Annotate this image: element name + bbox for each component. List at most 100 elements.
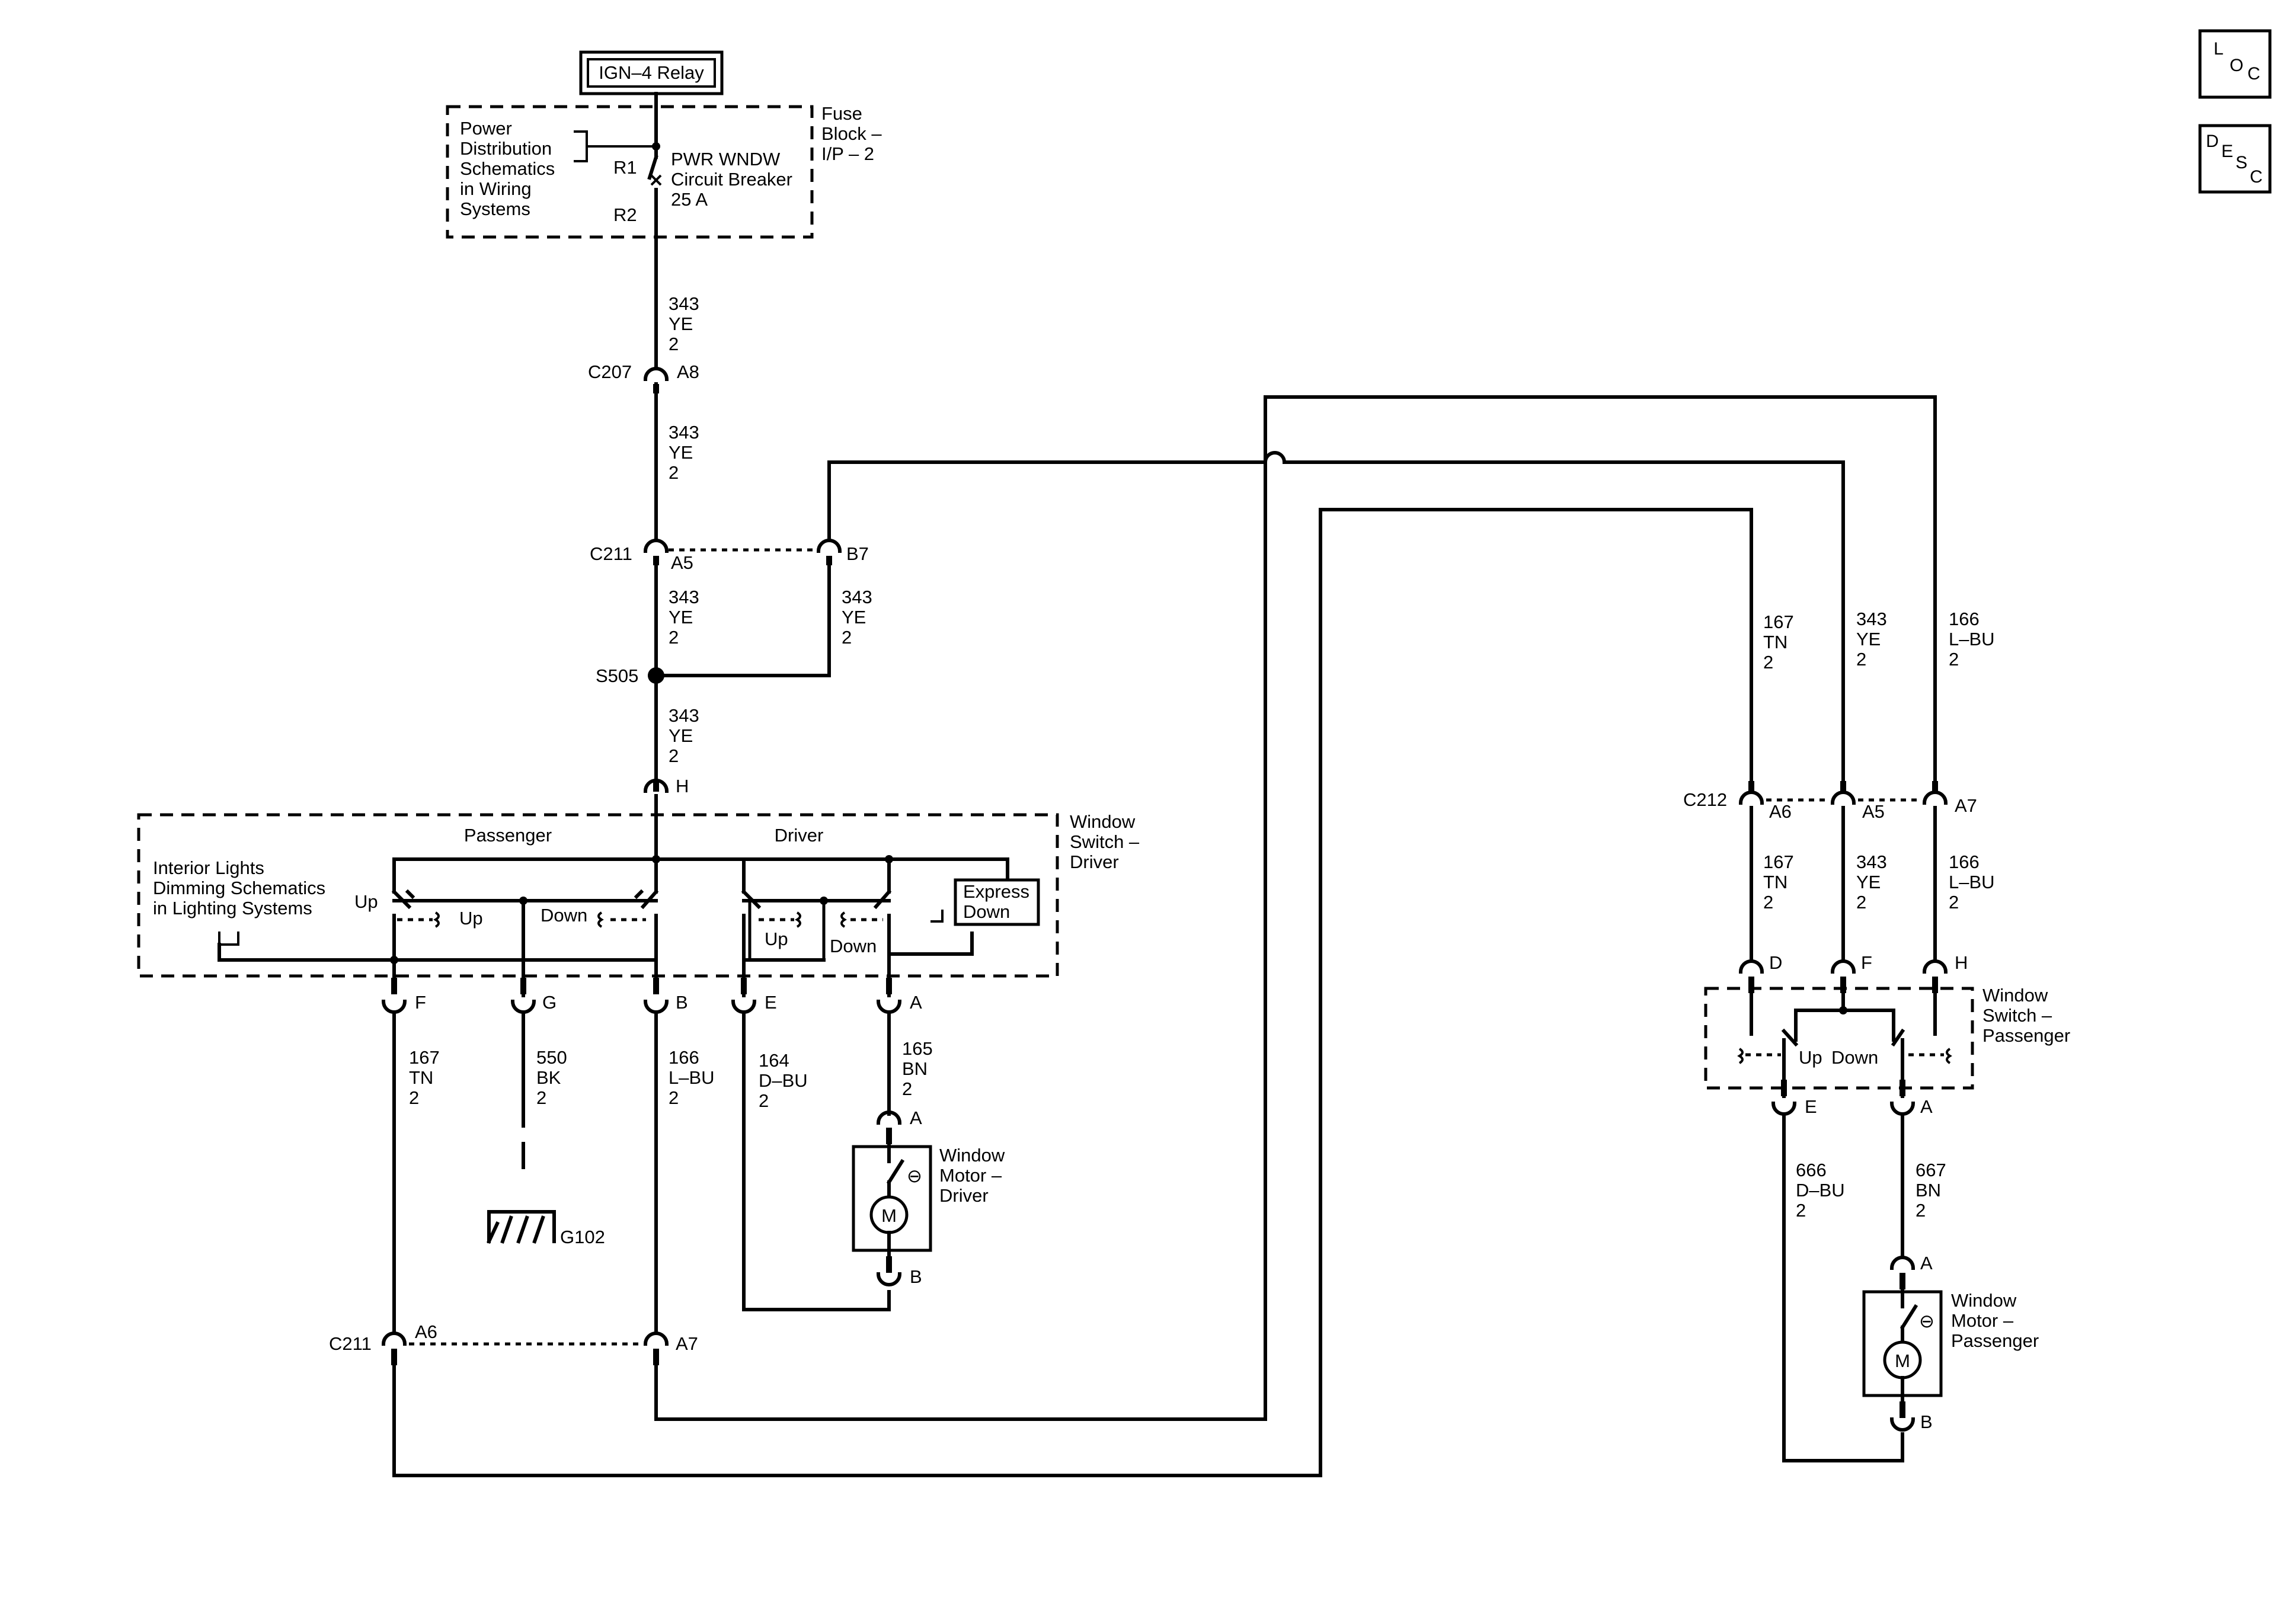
- pin-label: A8: [677, 361, 699, 382]
- express-down-2: Down: [963, 901, 1010, 922]
- wire-label: 2: [759, 1090, 769, 1111]
- wire-343-r1: 343 YE 2: [1856, 609, 1887, 670]
- pass-up: Up: [1799, 1047, 1822, 1068]
- pin-h: H: [676, 776, 689, 796]
- wire-label: 667: [1916, 1160, 1946, 1180]
- wire-343-r2: 343 YE 2: [1856, 852, 1887, 913]
- desc-button[interactable]: D E S C: [2198, 124, 2272, 194]
- pass-pin-a: A: [1920, 1096, 1933, 1117]
- wire-label: 167: [1763, 852, 1794, 872]
- wire-label: 2: [669, 1087, 679, 1108]
- interior-lights-ref-3: in Lighting Systems: [153, 898, 312, 918]
- wire-label: 666: [1796, 1160, 1827, 1180]
- motor-driver-pin-a: A: [910, 1108, 922, 1128]
- loc-letter-l: L: [2214, 39, 2224, 59]
- desc-letter-d: D: [2206, 132, 2219, 151]
- connector-c207: C207 A8: [588, 361, 699, 541]
- pin-e: E: [765, 992, 777, 1013]
- express-down-1: Express: [963, 881, 1029, 902]
- motor-driver-name-3: Driver: [939, 1185, 989, 1206]
- window-motor-passenger: A ⊖ M B Window Motor – Passenger: [1862, 1253, 2039, 1432]
- label-down-contact: Down: [541, 905, 587, 926]
- motor-driver-pin-b: B: [910, 1266, 922, 1287]
- loc-letter-c: C: [2247, 64, 2260, 84]
- interior-lights-ref-1: Interior Lights: [153, 857, 264, 878]
- connector-label: C211: [590, 543, 632, 564]
- wire-label: TN: [409, 1067, 433, 1088]
- wire-666: 666 D–BU 2: [1796, 1160, 1845, 1221]
- motor-pass-pin-b: B: [1920, 1411, 1933, 1432]
- wire-label: YE: [669, 442, 693, 463]
- pin-label: A6: [1769, 801, 1792, 822]
- wire-label: 2: [669, 462, 679, 483]
- wire-167-r1: 167 TN 2: [1763, 612, 1794, 673]
- wire-label: YE: [669, 607, 693, 628]
- power-dist-ref-1: Power: [460, 118, 512, 139]
- motor-pass-pin-a: A: [1920, 1253, 1933, 1273]
- wire-165: 165 BN 2: [902, 1038, 933, 1099]
- pin-f: F: [415, 992, 426, 1013]
- wire-label: 166: [669, 1047, 699, 1068]
- ground-g102: G102: [487, 1210, 605, 1247]
- window-motor-driver: A ⊖ M B Window Motor – Driver: [852, 1108, 1005, 1287]
- wire-label: D–BU: [759, 1070, 808, 1091]
- wire-label: 164: [759, 1050, 789, 1071]
- ground-label: G102: [560, 1227, 605, 1247]
- wire-label: 2: [409, 1087, 419, 1108]
- motor-driver-name-1: Window: [939, 1145, 1005, 1166]
- wire-label: YE: [1856, 629, 1881, 649]
- driver-switch-name-2: Switch –: [1070, 831, 1140, 852]
- motor-driver-thermal: ⊖: [907, 1166, 922, 1186]
- splice-label: S505: [596, 665, 638, 686]
- wire-label: TN: [1763, 632, 1787, 652]
- ign4-relay-box: IGN–4 Relay: [579, 50, 724, 95]
- wire-164: 164 D–BU 2: [759, 1050, 808, 1111]
- wire-label: 2: [669, 627, 679, 648]
- pass-switch-name-2: Switch –: [1982, 1005, 2052, 1026]
- wire-550: 550 BK 2: [536, 1047, 567, 1108]
- wire-label: D–BU: [1796, 1180, 1845, 1201]
- motor-pass-name-3: Passenger: [1951, 1330, 2039, 1351]
- wire-label: BK: [536, 1067, 561, 1088]
- wire-label: 2: [1949, 892, 1959, 913]
- wire-label: 167: [1763, 612, 1794, 632]
- relay-label: IGN–4 Relay: [599, 62, 704, 83]
- wire-343-b7: 343 YE 2: [842, 587, 872, 648]
- wire-label: 2: [902, 1078, 912, 1099]
- pin-label: A5: [1862, 801, 1885, 822]
- circuit-breaker-symbol: [647, 92, 662, 369]
- pass-down: Down: [1831, 1047, 1878, 1068]
- pin-a: A: [910, 992, 922, 1013]
- pin-label: A7: [1955, 795, 1977, 816]
- driver-switch-name-3: Driver: [1070, 852, 1119, 872]
- wire-label: BN: [1916, 1180, 1941, 1201]
- wire-label: 2: [1949, 649, 1959, 670]
- wire-label: 343: [669, 293, 699, 314]
- wire-166-r1: 166 L–BU 2: [1949, 609, 1995, 670]
- label-up-contact: Up: [459, 908, 483, 929]
- fuse-block: Fuse Block – I/P – 2 Power Distribution …: [446, 103, 882, 239]
- driver-up: Up: [765, 929, 788, 949]
- wire-label: L–BU: [669, 1067, 715, 1088]
- pass-switch-name-3: Passenger: [1982, 1025, 2070, 1046]
- connector-c211-lower: C211 A6 A7: [329, 1321, 698, 1365]
- wire-label: YE: [669, 313, 693, 334]
- window-switch-passenger: D F H Window Switch – Passenger Up Down …: [1704, 952, 2070, 1117]
- wire-label: 2: [536, 1087, 546, 1108]
- connector-label: C212: [1683, 789, 1727, 810]
- wire-label: 2: [842, 627, 852, 648]
- wire-label: 166: [1949, 852, 1980, 872]
- wire-label: 343: [1856, 609, 1887, 629]
- wire-label: 343: [842, 587, 872, 607]
- breaker-label-2: Circuit Breaker: [671, 169, 792, 190]
- wire-label: 343: [669, 422, 699, 443]
- wire-label: 2: [1916, 1200, 1926, 1221]
- loc-button[interactable]: L O C: [2198, 29, 2272, 99]
- desc-letter-e: E: [2221, 142, 2233, 161]
- wire-label: L–BU: [1949, 629, 1995, 649]
- desc-letter-c: C: [2250, 167, 2263, 187]
- wire-label: YE: [1856, 872, 1881, 892]
- window-switch-driver: Window Switch – Driver H Passenger Drive…: [137, 776, 1140, 1014]
- section-passenger: Passenger: [464, 825, 552, 846]
